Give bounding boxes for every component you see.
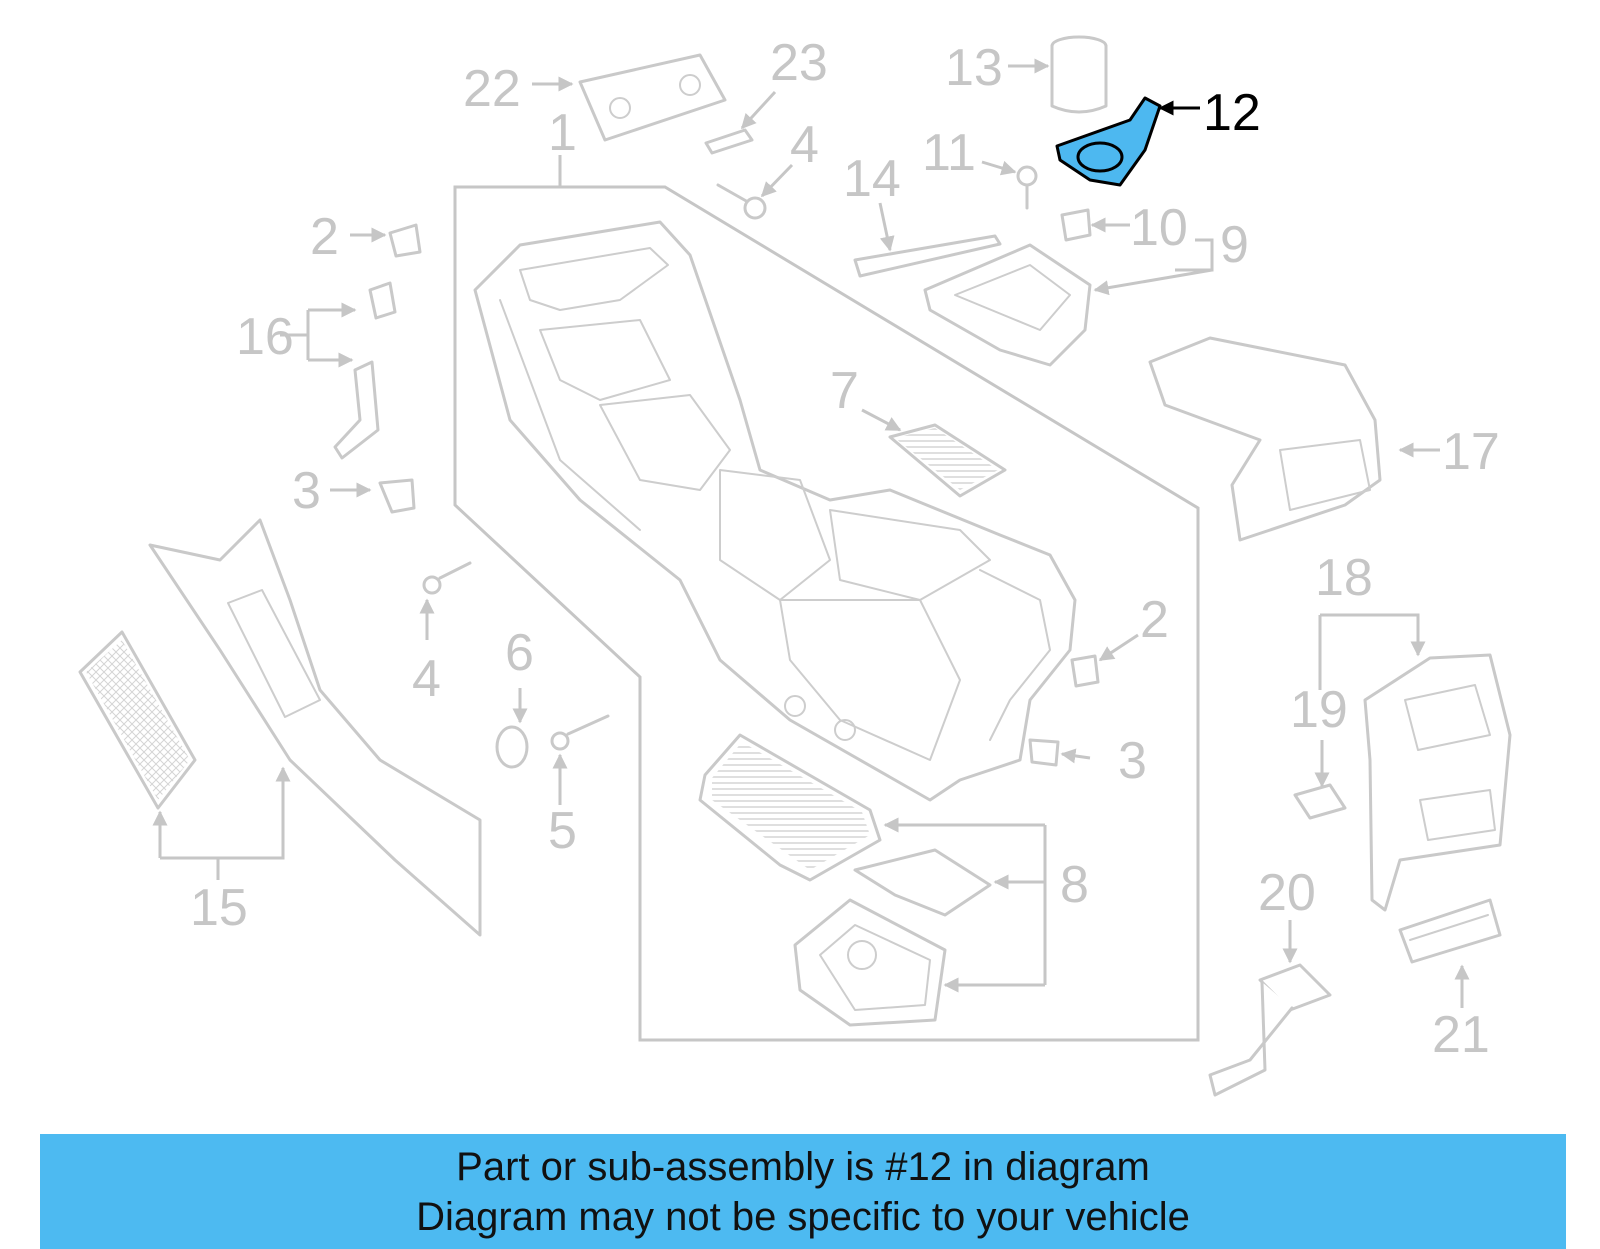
callout-1: 1 xyxy=(548,104,577,162)
part-4-screw-left xyxy=(422,561,472,595)
part-18-vent xyxy=(1363,653,1512,912)
callout-14: 14 xyxy=(843,150,901,208)
part-8-tray xyxy=(698,733,992,1027)
info-banner: Part or sub-assembly is #12 in diagram D… xyxy=(40,1134,1566,1249)
callout-labels: 1 22 23 4 13 12 11 14 10 9 2 16 7 17 3 1… xyxy=(190,34,1500,1064)
part-9-holder xyxy=(923,243,1092,367)
part-16-brackets xyxy=(333,281,397,460)
callout-4-left: 4 xyxy=(412,650,441,708)
part-22 xyxy=(578,53,727,142)
callout-8: 8 xyxy=(1060,856,1089,914)
callout-7: 7 xyxy=(830,362,859,420)
part-23 xyxy=(704,128,754,155)
callout-20: 20 xyxy=(1258,864,1316,922)
callout-9: 9 xyxy=(1220,216,1249,274)
assembly-frame xyxy=(453,185,1200,1042)
callout-3-left: 3 xyxy=(292,462,321,520)
callout-4-top: 4 xyxy=(790,116,819,174)
callout-5: 5 xyxy=(548,802,577,860)
callout-6: 6 xyxy=(505,624,534,682)
part-3-clip-left xyxy=(378,478,416,514)
part-14 xyxy=(853,234,1002,278)
part-11-bolt xyxy=(1016,165,1038,210)
callout-11: 11 xyxy=(922,124,976,182)
banner-line-1: Part or sub-assembly is #12 in diagram xyxy=(456,1144,1150,1189)
part-7-mat xyxy=(888,423,1007,498)
callout-19: 19 xyxy=(1290,681,1348,739)
callout-21: 21 xyxy=(1432,1006,1490,1064)
part-5-screw xyxy=(550,714,610,751)
callout-12: 12 xyxy=(1203,84,1261,142)
callout-15: 15 xyxy=(190,879,248,937)
part-17-armrest xyxy=(1148,336,1382,542)
callout-2-left: 2 xyxy=(310,208,339,266)
part-10-clip xyxy=(1060,208,1092,242)
part-20-duct xyxy=(1208,963,1332,1097)
part-2-clip-right xyxy=(1070,654,1100,688)
callout-13: 13 xyxy=(945,39,1003,97)
part-15-panel xyxy=(78,518,482,937)
part-21 xyxy=(1398,898,1502,964)
part-4-screw xyxy=(716,183,767,220)
callout-3-right: 3 xyxy=(1118,732,1147,790)
callout-18: 18 xyxy=(1315,549,1373,607)
callout-10: 10 xyxy=(1130,199,1188,257)
part-6-ring xyxy=(495,725,529,769)
center-console-part xyxy=(473,220,1077,802)
part-2-clip-left xyxy=(388,223,422,258)
part-12-highlighted xyxy=(1055,96,1162,187)
callout-2-right: 2 xyxy=(1140,591,1169,649)
callout-22: 22 xyxy=(463,60,521,118)
callout-16: 16 xyxy=(236,308,294,366)
leader-lines xyxy=(152,58,1470,1008)
part-3-clip-right xyxy=(1028,738,1060,767)
callout-17: 17 xyxy=(1442,423,1500,481)
callout-23: 23 xyxy=(770,34,828,92)
part-13-cup xyxy=(1050,35,1108,114)
part-19 xyxy=(1293,783,1347,820)
banner-line-2: Diagram may not be specific to your vehi… xyxy=(416,1194,1190,1239)
